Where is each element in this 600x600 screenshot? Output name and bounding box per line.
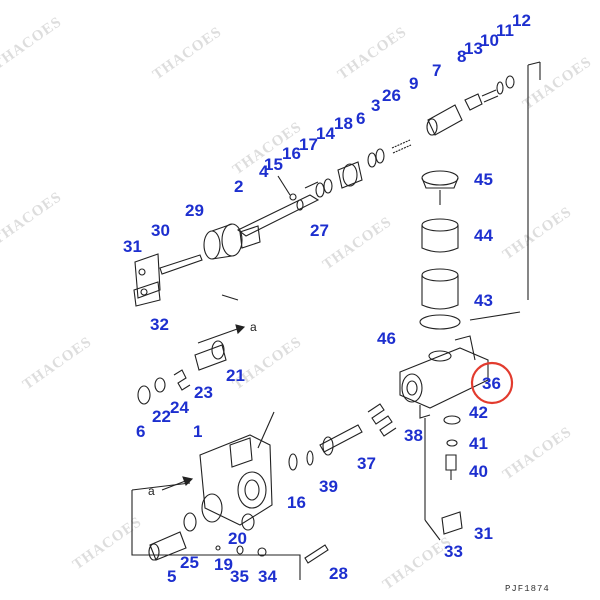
part-label: 38 xyxy=(404,426,423,445)
part-label: 42 xyxy=(469,403,488,422)
part-label: 40 xyxy=(469,462,488,481)
part-label: 18 xyxy=(334,114,353,133)
part-label: 1 xyxy=(193,422,203,441)
arrow-label: a xyxy=(148,484,155,498)
part-label: 23 xyxy=(194,383,213,402)
part-label: 9 xyxy=(409,74,419,93)
part-label: 46 xyxy=(377,329,396,348)
part-label: 6 xyxy=(136,422,146,441)
part-label: 14 xyxy=(316,124,335,143)
main-body-1 xyxy=(199,434,273,531)
part-label: 25 xyxy=(180,553,199,572)
part-label: 24 xyxy=(170,398,189,417)
part-label-highlighted: 36 xyxy=(482,374,501,393)
part-label: 31 xyxy=(123,237,142,256)
part-label: 12 xyxy=(512,11,531,30)
part-label: 8 xyxy=(457,47,467,66)
part-label: 44 xyxy=(474,226,493,245)
part-label: 29 xyxy=(185,201,204,220)
part-label: 17 xyxy=(299,135,318,154)
part-label: 34 xyxy=(258,567,277,586)
part-label: 39 xyxy=(319,477,338,496)
part-label: 33 xyxy=(444,542,463,561)
part-label: 10 xyxy=(480,31,499,50)
part-label: 26 xyxy=(382,86,401,105)
part-label: 15 xyxy=(264,155,283,174)
part-label: 2 xyxy=(234,177,244,196)
highlight-ring xyxy=(470,361,514,405)
part-label: 27 xyxy=(310,221,329,240)
arrow-label: a xyxy=(250,320,257,334)
part-label: 20 xyxy=(228,529,247,548)
part-label: 13 xyxy=(464,39,483,58)
part-label: 43 xyxy=(474,291,493,310)
part-label: 6 xyxy=(356,109,366,128)
part-label: 31 xyxy=(474,524,493,543)
reference-code: PJF1874 xyxy=(505,584,550,594)
part-label: 7 xyxy=(432,61,442,80)
part-label: 30 xyxy=(151,221,170,240)
part-label: 37 xyxy=(357,454,376,473)
part-label: 4 xyxy=(259,162,269,181)
piston-29 xyxy=(203,223,261,260)
part-label: 3 xyxy=(371,96,381,115)
valve-body-36 xyxy=(399,335,489,419)
part-label: 28 xyxy=(329,564,348,583)
part-stack-right xyxy=(419,170,461,330)
part-label: 19 xyxy=(214,555,233,574)
part-label: 11 xyxy=(496,21,514,40)
part-label: 45 xyxy=(474,170,493,189)
part-label: 16 xyxy=(287,493,306,512)
part-label: 22 xyxy=(152,407,171,426)
spool-assembly-top xyxy=(236,75,515,237)
part-label: 41 xyxy=(469,434,488,453)
part-label: 35 xyxy=(230,567,249,586)
part-label: 32 xyxy=(150,315,169,334)
part-label: 5 xyxy=(167,567,177,586)
part-label: 21 xyxy=(226,366,245,385)
part-label: 16 xyxy=(282,144,301,163)
